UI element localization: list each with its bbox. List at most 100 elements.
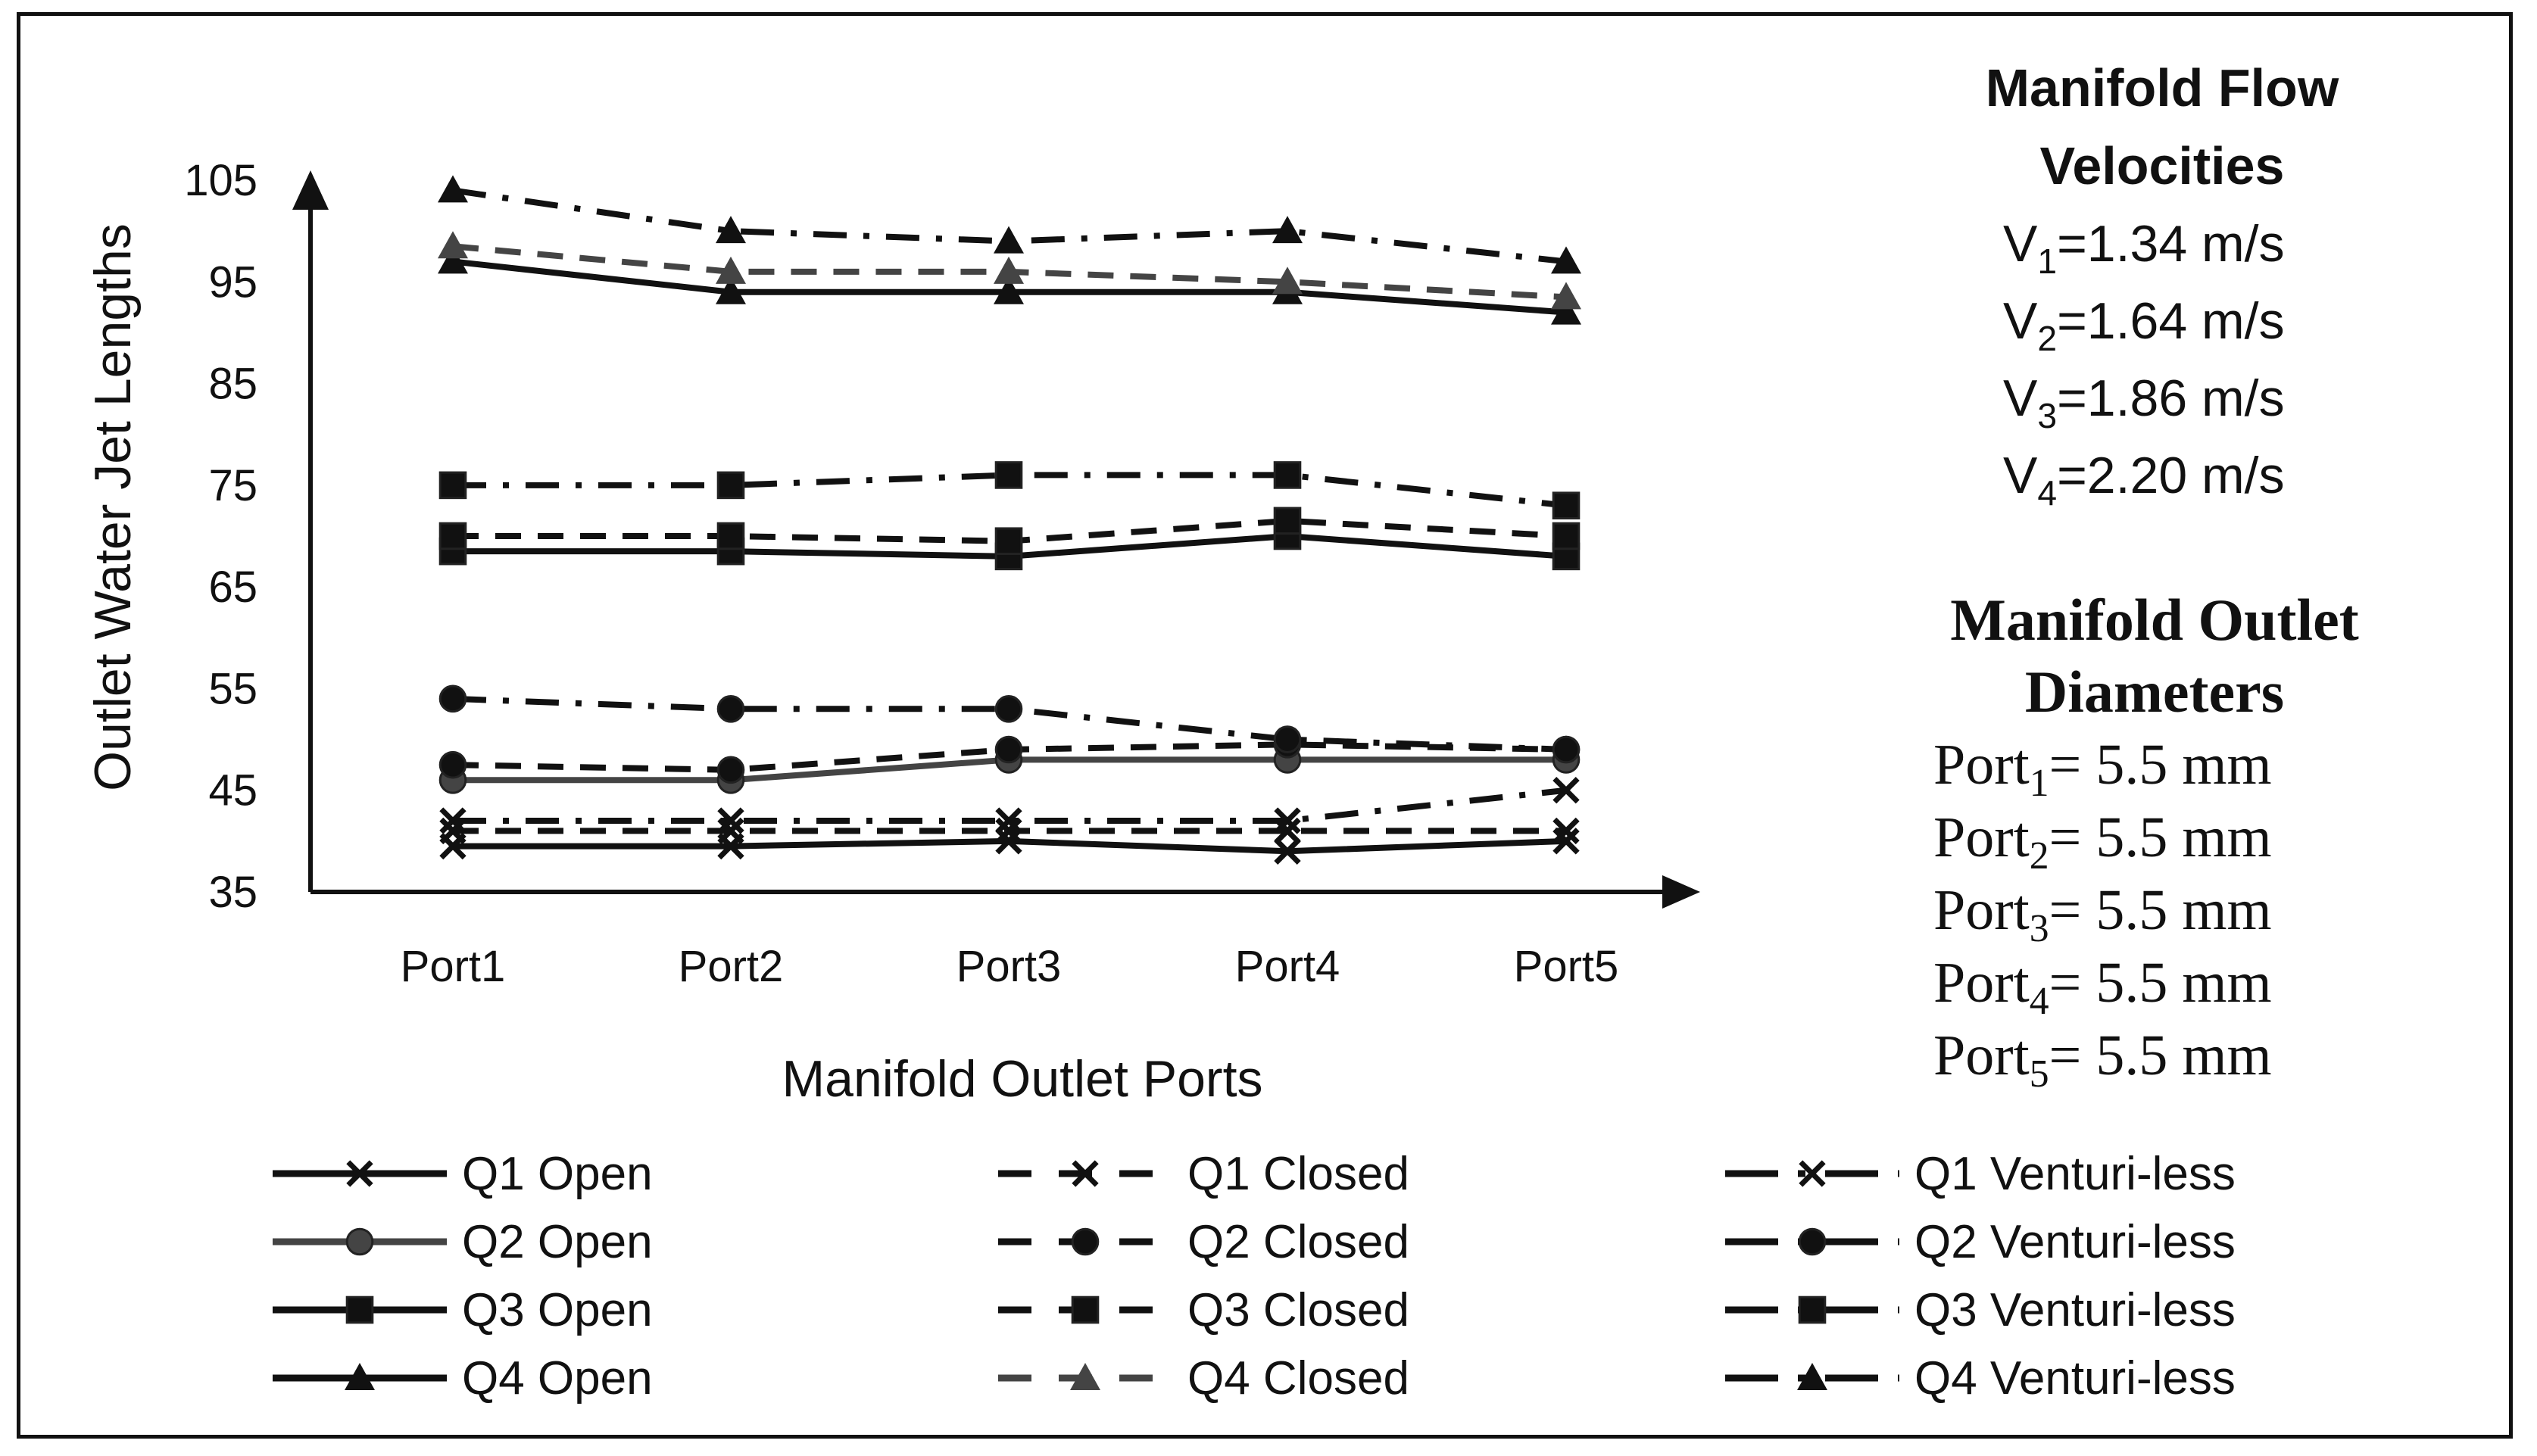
series-q2-venturi-less [438, 684, 1581, 764]
side-panel-line: Port2= 5.5 mm [1933, 806, 2272, 878]
legend-item: Q3 Open [273, 1284, 653, 1336]
y-axis-arrow [292, 170, 329, 210]
data-point [438, 231, 468, 259]
legend-swatch-marker [1798, 1295, 1827, 1324]
legend-swatch-marker [1798, 1227, 1827, 1256]
series-q3-closed [438, 507, 1581, 556]
data-point [716, 471, 745, 500]
legend-label: Q4 Venturi-less [1914, 1352, 2236, 1405]
legend-item: Q2 Closed [998, 1216, 1409, 1268]
data-point [994, 226, 1024, 254]
legend-label: Q2 Closed [1187, 1216, 1409, 1268]
legend-item: Q1 Venturi-less [1725, 1148, 2236, 1200]
legend-label: Q3 Closed [1187, 1284, 1409, 1336]
side-panel-line: V4=2.20 m/s [2003, 447, 2285, 513]
side-panel-line: Port3= 5.5 mm [1933, 878, 2272, 950]
legend-swatch-marker [1070, 1363, 1100, 1390]
data-point [1273, 461, 1302, 489]
data-point [716, 756, 745, 784]
x-tick-label: Port1 [401, 942, 506, 991]
x-axis-arrow [1662, 875, 1700, 909]
velocities-title-line2: Velocities [2040, 136, 2285, 195]
series-q4-open [438, 246, 1581, 325]
data-point [1552, 817, 1580, 845]
x-tick-label: Port5 [1514, 942, 1619, 991]
data-point [716, 694, 745, 723]
series-q4-closed [438, 231, 1581, 310]
side-panel-line: Port5= 5.5 mm [1933, 1024, 2272, 1096]
y-tick-label: 35 [208, 868, 257, 917]
chart-series [438, 175, 1581, 865]
side-panel-line: Port4= 5.5 mm [1933, 951, 2272, 1023]
legend-item: Q4 Closed [998, 1352, 1409, 1405]
legend-swatch-marker [346, 1160, 373, 1187]
legend-label: Q4 Closed [1187, 1352, 1409, 1405]
data-point [1272, 267, 1303, 295]
data-point [1274, 807, 1301, 834]
x-axis-title: Manifold Outlet Ports [782, 1050, 1263, 1108]
series-q3-venturi-less [438, 461, 1581, 520]
data-point [716, 216, 746, 244]
data-point [994, 527, 1023, 556]
data-point [716, 256, 746, 284]
velocities-title-line1: Manifold Flow [1986, 58, 2339, 117]
x-tick-label: Port2 [679, 942, 784, 991]
data-point [994, 461, 1023, 489]
data-point [1551, 246, 1581, 274]
diameters-title-line1: Manifold Outlet [1950, 587, 2359, 653]
data-point [716, 276, 746, 304]
data-point [1552, 522, 1581, 550]
legend-label: Q2 Venturi-less [1914, 1216, 2236, 1268]
legend-swatch-marker [1799, 1160, 1826, 1187]
data-point [438, 750, 467, 779]
side-panel-line: V3=1.86 m/s [2003, 369, 2285, 435]
chart-axes [292, 170, 1700, 909]
legend-item: Q3 Venturi-less [1725, 1284, 2236, 1336]
data-point [994, 276, 1024, 304]
data-point [1272, 216, 1303, 244]
data-point [1552, 777, 1580, 804]
data-point [994, 735, 1023, 764]
legend-swatch-marker [345, 1363, 375, 1390]
data-point [1273, 507, 1302, 535]
legend-swatch-marker [1071, 1295, 1100, 1324]
y-tick-label: 105 [184, 156, 257, 205]
legend-label: Q3 Venturi-less [1914, 1284, 2236, 1336]
legend-swatch-marker [1071, 1227, 1100, 1256]
legend-item: Q2 Venturi-less [1725, 1216, 2236, 1268]
legend-swatch-marker [345, 1227, 374, 1256]
data-point [994, 256, 1024, 284]
figure-frame [17, 12, 2513, 1439]
legend-swatch-marker [1072, 1160, 1099, 1187]
legend-label: Q1 Venturi-less [1914, 1148, 2236, 1200]
legend-label: Q1 Open [462, 1148, 653, 1200]
legend-label: Q1 Closed [1187, 1148, 1409, 1200]
legend-label: Q4 Open [462, 1352, 653, 1405]
data-point [438, 246, 468, 274]
data-point [1551, 282, 1581, 310]
side-panel-line: V1=1.34 m/s [2003, 215, 2285, 281]
y-tick-label: 65 [208, 563, 257, 612]
y-tick-label: 45 [208, 766, 257, 815]
legend-swatch-marker [345, 1295, 374, 1324]
y-tick-label: 95 [208, 257, 257, 307]
legend-item: Q2 Open [273, 1216, 653, 1268]
diameters-title-line2: Diameters [2025, 659, 2284, 725]
data-point [438, 471, 467, 500]
series-q4-venturi-less [438, 175, 1581, 274]
data-point [1552, 491, 1581, 520]
data-point [1552, 735, 1581, 764]
legend-item: Q4 Open [273, 1352, 653, 1405]
x-tick-label: Port4 [1235, 942, 1340, 991]
y-axis-title: Outlet Water Jet Lengths [84, 223, 142, 791]
data-point [717, 807, 744, 834]
data-point [1274, 837, 1301, 865]
side-panel-line: Port1= 5.5 mm [1933, 733, 2272, 805]
data-point [716, 522, 745, 550]
series-q1-venturi-less [439, 777, 1580, 834]
velocities-list: V1=1.34 m/sV2=1.64 m/sV3=1.86 m/sV4=2.20… [2003, 215, 2285, 513]
data-point [438, 684, 467, 713]
data-point [438, 175, 468, 203]
